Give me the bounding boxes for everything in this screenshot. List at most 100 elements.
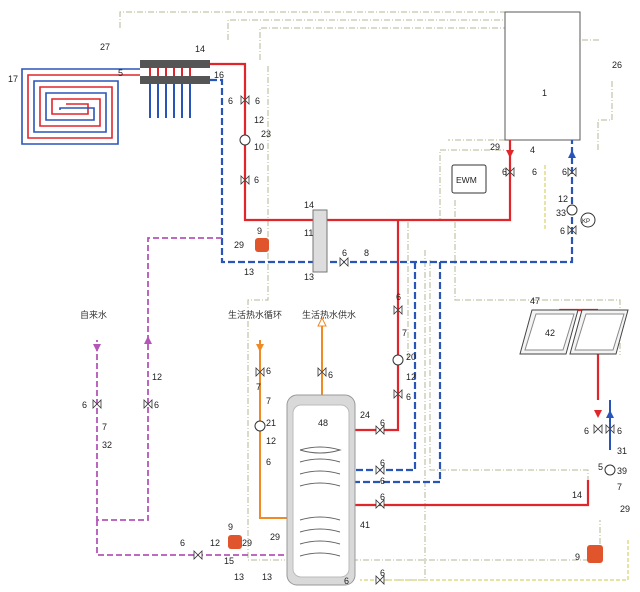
valves bbox=[92, 95, 615, 585]
tag: 29 bbox=[490, 142, 500, 152]
dhw-supply-label: 生活热水供水 bbox=[302, 309, 356, 320]
tag: 6 bbox=[380, 418, 385, 428]
tag: 16 bbox=[214, 70, 224, 80]
tag: 12 bbox=[558, 194, 568, 204]
pump-heating bbox=[239, 134, 251, 146]
dhw-circ-label: 生活热水循环 bbox=[228, 309, 282, 320]
manifold bbox=[140, 60, 210, 118]
tag: 29 bbox=[620, 504, 630, 514]
tag: 14 bbox=[195, 44, 205, 54]
boiler-label: 1 bbox=[542, 88, 547, 98]
tag: 14 bbox=[572, 490, 582, 500]
inlet-arrow-down bbox=[93, 344, 101, 352]
ewm-module bbox=[451, 164, 487, 194]
tag: 13 bbox=[234, 572, 244, 582]
tag: 5 bbox=[118, 68, 123, 78]
tag: 12 bbox=[406, 372, 416, 382]
tag: 6 bbox=[228, 96, 233, 106]
tag: 6 bbox=[266, 366, 271, 376]
tag: 6 bbox=[342, 248, 347, 258]
tag: 6 bbox=[254, 175, 259, 185]
tag: 9 bbox=[228, 522, 233, 532]
tag: 23 bbox=[261, 129, 271, 139]
pump-boiler bbox=[566, 204, 578, 216]
tag: 7 bbox=[402, 328, 407, 338]
tag: 13 bbox=[244, 267, 254, 277]
tag: 7 bbox=[266, 396, 271, 406]
tag: 14 bbox=[304, 200, 314, 210]
floor-heating-loop bbox=[21, 68, 140, 145]
tag: 12 bbox=[254, 115, 264, 125]
tag: 6 bbox=[396, 292, 401, 302]
tag: 31 bbox=[617, 446, 627, 456]
tag: 6 bbox=[380, 568, 385, 578]
tag: 6 bbox=[532, 167, 537, 177]
tag: 6 bbox=[255, 96, 260, 106]
pump-tank bbox=[392, 354, 404, 366]
dhw-circ-arrow bbox=[256, 344, 264, 352]
tag: 6 bbox=[180, 538, 185, 548]
collector-label: 42 bbox=[545, 328, 555, 338]
pump-solar bbox=[604, 464, 616, 476]
tag: 20 bbox=[406, 352, 416, 362]
tag: 12 bbox=[266, 436, 276, 446]
kp-label: KP bbox=[582, 219, 590, 225]
tag: 32 bbox=[102, 440, 112, 450]
tag: 27 bbox=[100, 42, 110, 52]
tag: 6 bbox=[380, 476, 385, 486]
tag: 13 bbox=[262, 572, 272, 582]
return-arrow-up bbox=[144, 336, 152, 344]
tag: 6 bbox=[380, 458, 385, 468]
tag: 6 bbox=[82, 400, 87, 410]
tag: 6 bbox=[344, 576, 349, 586]
storage-tank bbox=[286, 394, 356, 586]
component-tags: 27 14 16 5 6 6 12 23 10 6 26 29 6 4 6 6 … bbox=[82, 42, 630, 586]
tag: 6 bbox=[584, 426, 589, 436]
tag: 41 bbox=[360, 520, 370, 530]
tag: 10 bbox=[254, 142, 264, 152]
floor-loop-label: 17 bbox=[8, 74, 18, 84]
tag: 15 bbox=[224, 556, 234, 566]
tag: 6 bbox=[617, 426, 622, 436]
tag: 9 bbox=[575, 552, 580, 562]
tag: 6 bbox=[328, 370, 333, 380]
dhw-pipes bbox=[259, 322, 323, 519]
tag: 39 bbox=[617, 466, 627, 476]
tag: 7 bbox=[102, 422, 107, 432]
tag: 21 bbox=[266, 418, 276, 428]
solar-sensor-wire bbox=[360, 165, 629, 581]
expansion-tank-potable bbox=[228, 535, 242, 549]
tag: 12 bbox=[152, 372, 162, 382]
ewm-label: EWM bbox=[456, 175, 477, 185]
pump-dhw bbox=[254, 420, 266, 432]
hydraulic-separator bbox=[312, 209, 328, 273]
tag: 7 bbox=[617, 482, 622, 492]
tag: 24 bbox=[360, 410, 370, 420]
expansion-tank-solar bbox=[587, 545, 603, 563]
solar-collectors bbox=[519, 309, 629, 355]
kp-gauge bbox=[580, 212, 596, 228]
expansion-tank-heating bbox=[255, 238, 269, 252]
tag: 6 bbox=[502, 167, 507, 177]
tag: 6 bbox=[406, 392, 411, 402]
dhw-supply-arrow bbox=[317, 316, 327, 327]
tag: 6 bbox=[560, 226, 565, 236]
tag: 4 bbox=[530, 145, 535, 155]
solar-return-arrow bbox=[606, 410, 614, 418]
boiler-flow-arrow bbox=[506, 150, 514, 158]
tag: 13 bbox=[304, 272, 314, 282]
water-inlet-label: 自来水 bbox=[80, 309, 107, 320]
tag: 7 bbox=[256, 382, 261, 392]
tag: 29 bbox=[234, 240, 244, 250]
tag: 26 bbox=[612, 60, 622, 70]
tag: 47 bbox=[530, 296, 540, 306]
tag: 5 bbox=[598, 462, 603, 472]
tag: 29 bbox=[270, 532, 280, 542]
tag: 33 bbox=[556, 208, 566, 218]
tag: 6 bbox=[562, 167, 567, 177]
tag: 12 bbox=[210, 538, 220, 548]
tag: 29 bbox=[242, 538, 252, 548]
tank-label: 48 bbox=[318, 418, 328, 428]
